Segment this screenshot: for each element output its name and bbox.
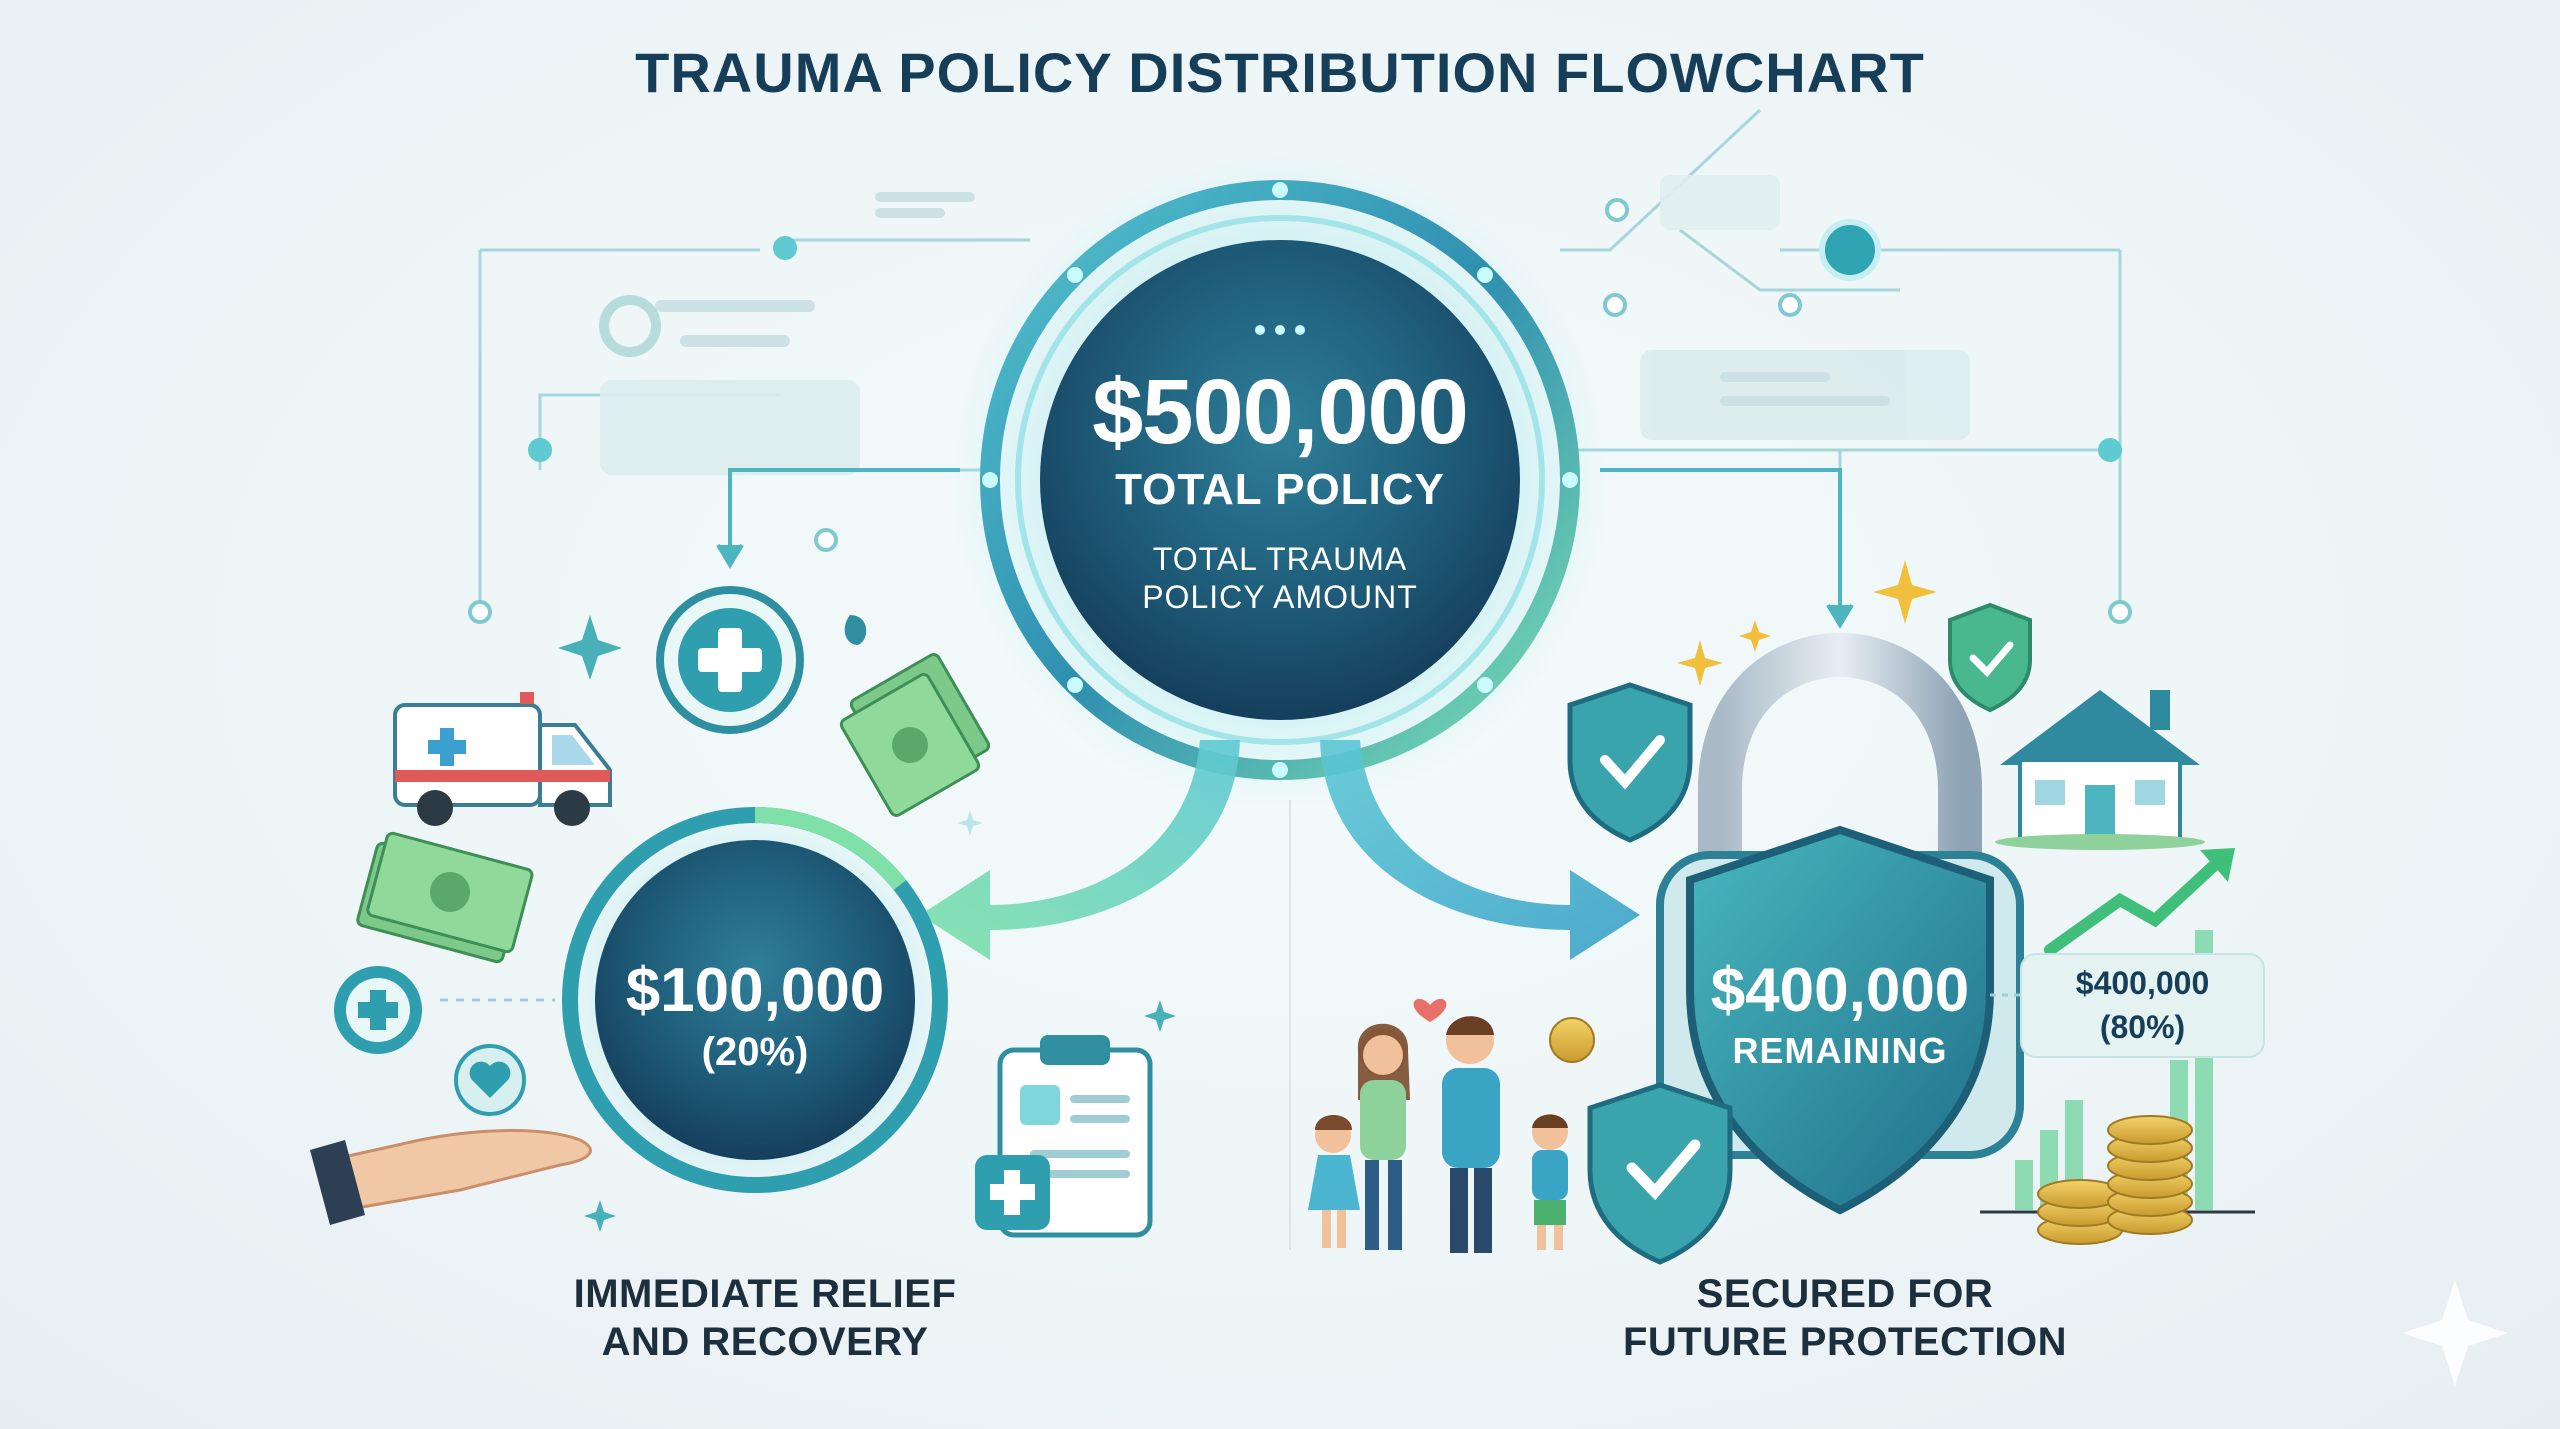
remaining-amount: $400,000 xyxy=(1710,956,1970,1025)
remaining-tag-amount: $400,000 xyxy=(2075,965,2210,1001)
total-policy-description-line2: POLICY AMOUNT xyxy=(1142,579,1418,615)
clipboard-icon xyxy=(975,1035,1153,1238)
family-icon xyxy=(1308,998,1568,1253)
relief-percent: (20%) xyxy=(701,1030,809,1074)
house-icon xyxy=(1995,690,2205,850)
left-relief-circle xyxy=(595,840,915,1160)
center-total-circle xyxy=(1040,240,1520,720)
total-policy-description-line1: TOTAL TRAUMA xyxy=(1152,541,1408,577)
arrow-to-left xyxy=(716,468,960,569)
shield-check-icon xyxy=(1587,1082,1733,1265)
sparkle-icon xyxy=(2402,1280,2508,1386)
glow-orb-icon xyxy=(1819,219,1881,281)
relief-caption-line2: AND RECOVERY xyxy=(601,1320,929,1364)
shield-icon xyxy=(1686,825,1994,1215)
remaining-tag-percent: (80%) xyxy=(2099,1009,2186,1045)
sparkle-icon xyxy=(558,615,1176,1232)
relief-caption-line1: IMMEDIATE RELIEF xyxy=(573,1272,957,1316)
heart-icon xyxy=(454,1044,526,1116)
coin-stack-icon xyxy=(2037,1115,2193,1245)
total-policy-amount: $500,000 xyxy=(1092,361,1469,463)
node-glow xyxy=(773,236,797,260)
coin-icon xyxy=(1549,1017,1595,1063)
mini-gauge-icon xyxy=(599,295,661,357)
remaining-tag: $400,000 (80%) xyxy=(2020,953,2265,1058)
total-policy-label: TOTAL POLICY xyxy=(1115,465,1445,514)
remaining-label: REMAINING xyxy=(1732,1030,1948,1071)
secured-caption: SECURED FOR FUTURE PROTECTION xyxy=(1565,1270,2125,1366)
page-title: TRAUMA POLICY DISTRIBUTION FLOWCHART xyxy=(635,41,1925,104)
split-arrow-right xyxy=(1320,740,1640,960)
center-ring-dots xyxy=(982,182,1578,778)
background-panels xyxy=(600,175,1970,475)
secured-caption-line1: SECURED FOR xyxy=(1696,1272,1994,1316)
helping-hand-icon xyxy=(310,1129,592,1225)
total-policy-description: TOTAL TRAUMA POLICY AMOUNT xyxy=(1030,540,1530,616)
center-inner-ring xyxy=(1015,215,1545,745)
shield-check-icon xyxy=(1567,682,1693,843)
medical-cross-icon xyxy=(334,966,422,1054)
node-glow xyxy=(528,438,552,462)
secured-caption-line2: FUTURE PROTECTION xyxy=(1622,1320,2068,1364)
shield-check-icon xyxy=(1948,602,2032,713)
node-glow xyxy=(2098,438,2122,462)
ambulance-icon xyxy=(393,692,612,826)
circuit-nodes xyxy=(468,198,2132,624)
money-icon xyxy=(839,653,991,817)
medical-cross-icon xyxy=(656,586,804,734)
arrow-to-right xyxy=(1600,468,1854,629)
leaf-icon xyxy=(844,615,867,645)
money-icon xyxy=(356,831,534,964)
sparkle-icon xyxy=(1677,560,1937,686)
relief-amount: $100,000 xyxy=(625,956,885,1025)
relief-caption: IMMEDIATE RELIEF AND RECOVERY xyxy=(485,1270,1045,1366)
split-arrow-left xyxy=(920,740,1240,960)
growth-arrow-icon xyxy=(2044,848,2235,956)
left-progress-arc xyxy=(754,806,907,891)
